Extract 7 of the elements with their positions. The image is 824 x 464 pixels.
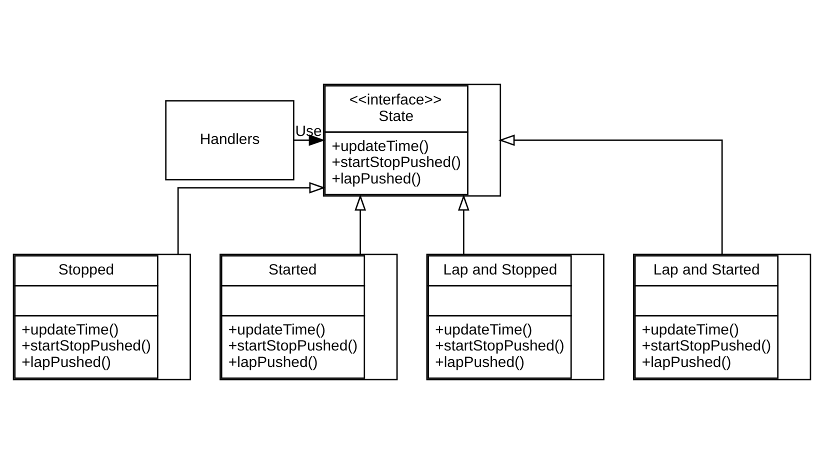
node-box: Handlers (165, 100, 294, 180)
arrow (354, 194, 366, 254)
arrow (294, 134, 326, 146)
arrow (177, 182, 326, 254)
arrow (458, 194, 470, 254)
edge-label: Use (295, 122, 322, 140)
arrow (498, 134, 723, 254)
